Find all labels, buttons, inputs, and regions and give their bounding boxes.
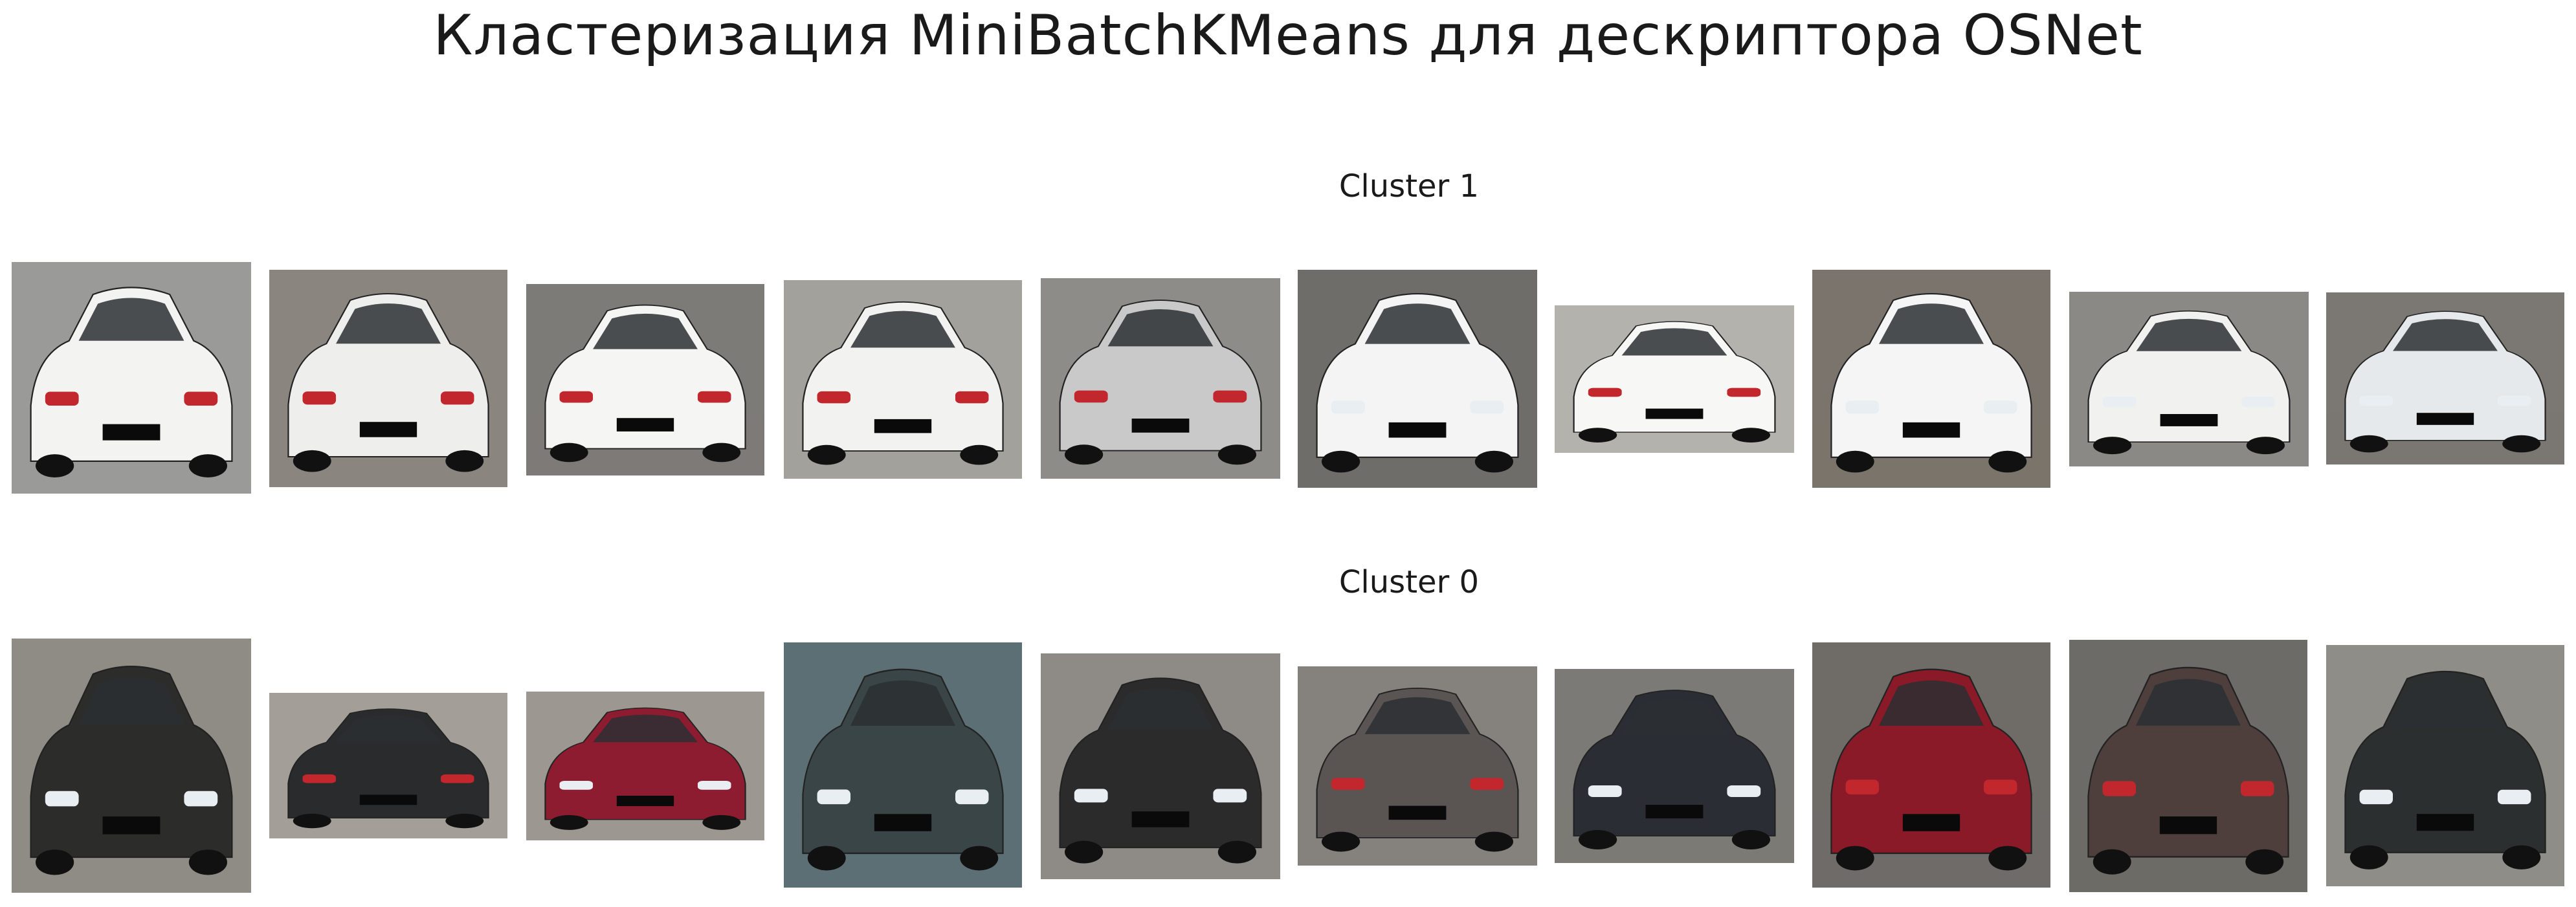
white-sedan-front-icon	[1812, 270, 2050, 488]
black-sedan-front-icon	[1555, 669, 1794, 863]
gray-suv-rear-icon	[1298, 666, 1537, 866]
dark-car-night-front-image	[784, 642, 1022, 888]
white-sedan-rear-icon	[784, 280, 1022, 479]
white-sedan-rear-image	[1555, 305, 1794, 453]
red-sedan-rear-image	[1812, 642, 2050, 888]
black-suv-front-icon	[2326, 645, 2564, 886]
white-sedan-rear-image	[784, 280, 1022, 479]
white-sedan-front-icon	[1298, 270, 1537, 488]
white-sedan-rear-icon	[1555, 305, 1794, 453]
black-suv-front-image	[1041, 653, 1280, 879]
black-suv-front-image	[2326, 645, 2564, 886]
black-sedan-front-image	[12, 639, 251, 893]
white-sedan-front-image	[1812, 270, 2050, 488]
red-hatchback-side-icon	[526, 692, 764, 840]
white-sedan-rear-image	[526, 284, 764, 475]
silver-sedan-rear-image	[1041, 278, 1280, 479]
cluster-1-label: Cluster 1	[1338, 168, 1480, 204]
white-sedan-rear-image	[12, 262, 251, 494]
gray-suv-rear-image	[1298, 666, 1537, 866]
silver-sedan-rear-icon	[1041, 278, 1280, 479]
white-sedan-front-image	[1298, 270, 1537, 488]
black-sedan-rear-image	[269, 693, 507, 838]
white-hatchback-front-icon	[2326, 292, 2564, 464]
white-sedan-rear-icon	[12, 262, 251, 494]
brown-suv-rear-icon	[2069, 640, 2307, 892]
white-van-rear-image	[269, 270, 507, 487]
black-sedan-front-icon	[12, 639, 251, 893]
red-sedan-rear-icon	[1812, 642, 2050, 888]
black-suv-front-icon	[1041, 653, 1280, 879]
black-sedan-rear-icon	[269, 693, 507, 838]
white-van-rear-icon	[269, 270, 507, 487]
black-sedan-front-image	[1555, 669, 1794, 863]
brown-suv-rear-image	[2069, 640, 2307, 892]
dark-car-night-front-icon	[784, 642, 1022, 888]
white-minivan-front-icon	[2069, 292, 2309, 466]
white-sedan-rear-icon	[526, 284, 764, 475]
red-hatchback-side-image	[526, 692, 764, 840]
white-minivan-front-image	[2069, 292, 2309, 466]
cluster-0-label: Cluster 0	[1338, 564, 1480, 600]
white-hatchback-front-image	[2326, 292, 2564, 464]
figure-title: Кластеризация MiniBatchKMeans для дескри…	[433, 3, 2143, 68]
